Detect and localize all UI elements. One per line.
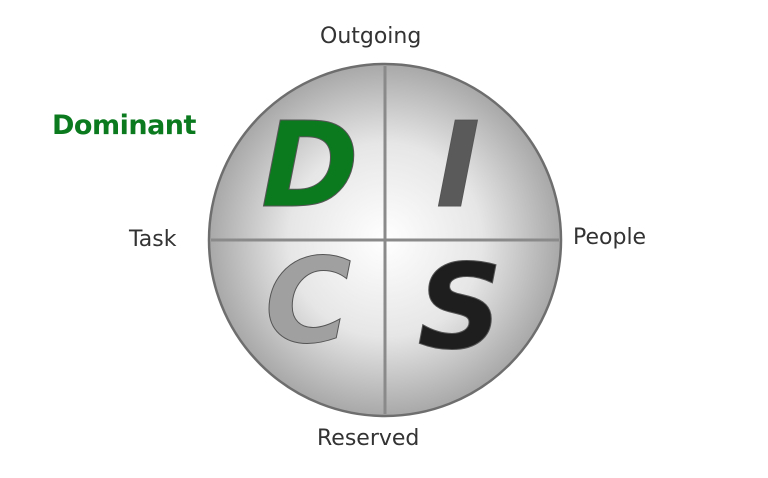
axis-label-left: Task xyxy=(129,227,177,252)
axis-label-bottom: Reserved xyxy=(317,426,420,451)
axis-label-top: Outgoing xyxy=(320,24,422,49)
quadrant-letter-d: D xyxy=(261,96,359,234)
highlight-label: Dominant xyxy=(52,110,196,141)
quadrant-letter-c: C xyxy=(265,232,352,370)
axis-label-right: People xyxy=(573,225,647,250)
quadrant-letter-s: S xyxy=(418,238,503,376)
quadrant-letter-i: I xyxy=(436,96,480,234)
